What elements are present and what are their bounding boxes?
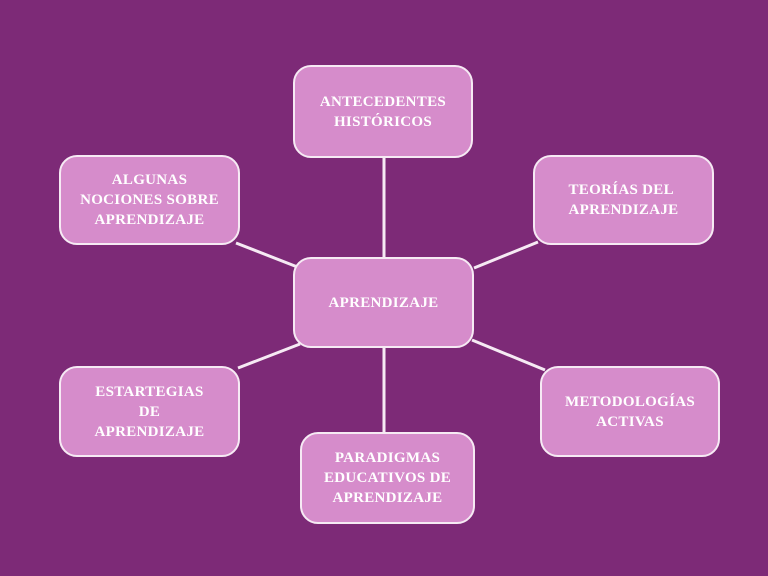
node-antecedentes-historicos: ANTECEDENTES HISTÓRICOS bbox=[293, 65, 473, 158]
node-label: ESTARTEGIAS DE APRENDIZAJE bbox=[94, 383, 205, 440]
node-algunas-nociones: ALGUNAS NOCIONES SOBRE APRENDIZAJE bbox=[59, 155, 240, 245]
edge-center-bottom-right bbox=[471, 338, 546, 372]
node-label: PARADIGMAS EDUCATIVOS DE APRENDIZAJE bbox=[323, 450, 452, 506]
node-paradigmas-educativos: PARADIGMAS EDUCATIVOS DE APRENDIZAJE bbox=[300, 432, 475, 524]
node-label: METODOLOGÍAS ACTIVAS bbox=[564, 393, 696, 430]
node-label: ALGUNAS NOCIONES SOBRE APRENDIZAJE bbox=[80, 172, 219, 228]
edge-center-top-left bbox=[235, 241, 301, 270]
node-label: APRENDIZAJE bbox=[328, 294, 439, 311]
node-label: ANTECEDENTES HISTÓRICOS bbox=[319, 93, 447, 130]
node-label: TEORÍAS DEL APRENDIZAJE bbox=[568, 182, 679, 218]
node-metodologias-activas: METODOLOGÍAS ACTIVAS bbox=[540, 366, 720, 457]
edge-center-top-right bbox=[473, 240, 539, 270]
edge-center-bottom-left bbox=[237, 342, 301, 370]
node-aprendizaje-center: APRENDIZAJE bbox=[293, 257, 474, 348]
node-teorias-aprendizaje: TEORÍAS DEL APRENDIZAJE bbox=[533, 155, 714, 245]
node-estrategias-aprendizaje: ESTARTEGIAS DE APRENDIZAJE bbox=[59, 366, 240, 457]
